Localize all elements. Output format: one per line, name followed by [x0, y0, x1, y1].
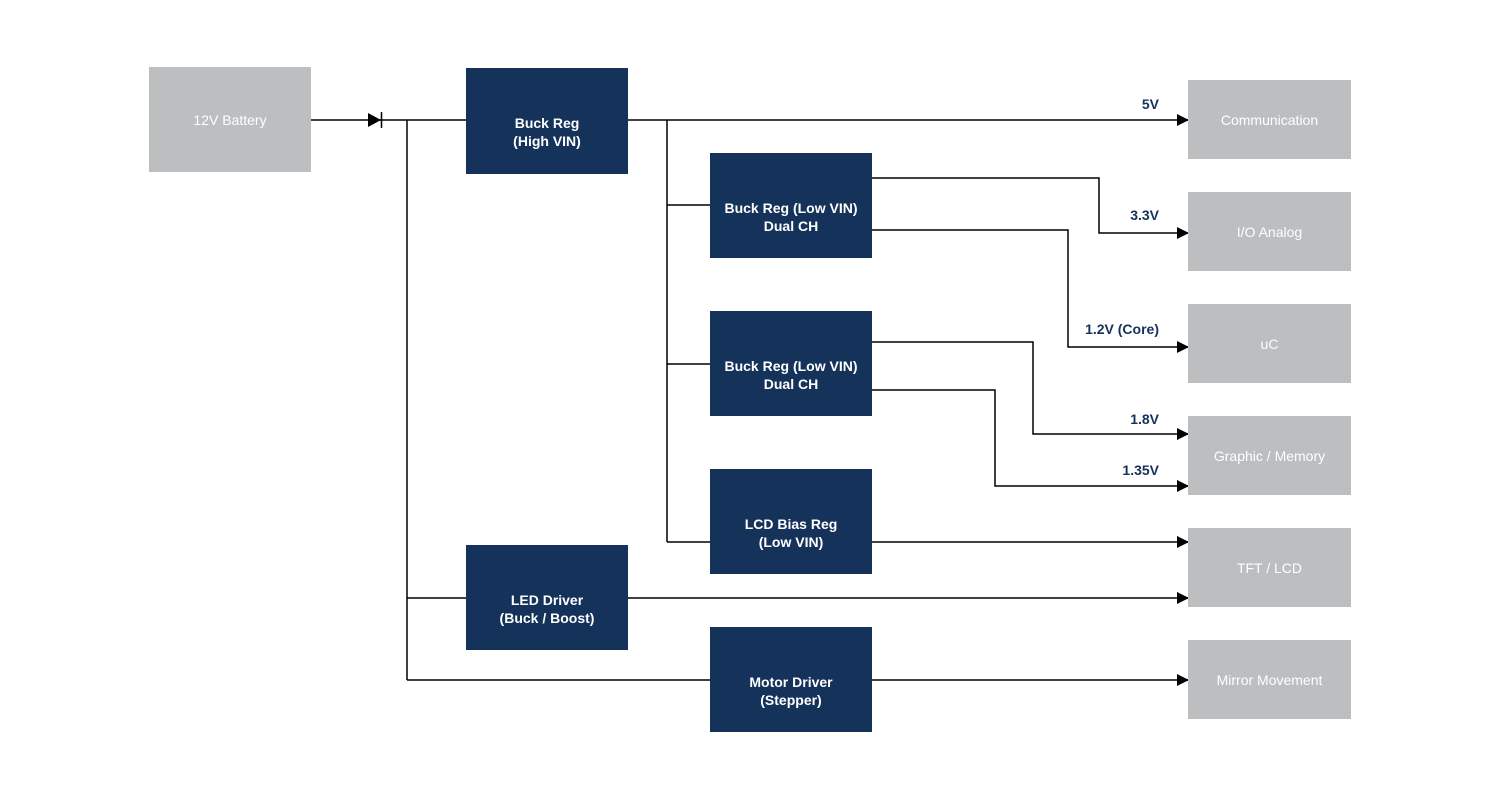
buck-reg-low-vin-1: Buck Reg (Low VIN) Dual CH: [710, 153, 872, 258]
motor-driver: Motor Driver (Stepper): [710, 627, 872, 732]
load-uc: uC: [1188, 304, 1351, 383]
buck-reg-low-vin-1-line1: Buck Reg (Low VIN): [724, 199, 858, 216]
buck-reg-low-vin-2-line2: Dual CH: [763, 375, 819, 392]
buck-reg-low-vin-2: Buck Reg (Low VIN) Dual CH: [710, 311, 872, 416]
motor-driver-line2: (Stepper): [760, 691, 822, 708]
load-mirror-movement-label: Mirror Movement: [1216, 671, 1323, 688]
voltage-label-5v: 5V: [1141, 96, 1159, 112]
wire-1v8: [872, 341, 1189, 440]
battery-block: 12V Battery: [149, 67, 311, 172]
load-mirror-movement: Mirror Movement: [1188, 640, 1351, 719]
lcd-bias-reg-line1: LCD Bias Reg: [744, 515, 838, 532]
lcd-bias-reg: LCD Bias Reg (Low VIN): [710, 469, 872, 574]
load-io-analog-label: I/O Analog: [1236, 223, 1303, 240]
buck-reg-high-vin-line1: Buck Reg: [514, 115, 580, 131]
load-uc-label: uC: [1260, 335, 1279, 352]
load-graphic-memory-label: Graphic / Memory: [1213, 447, 1326, 464]
led-driver-line2: (Buck / Boost): [499, 609, 595, 626]
wire-1v35: [872, 389, 1189, 492]
battery-label: 12V Battery: [193, 111, 267, 128]
load-communication: Communication: [1188, 80, 1351, 159]
load-io-analog: I/O Analog: [1188, 192, 1351, 271]
load-tft-lcd-label: TFT / LCD: [1236, 559, 1303, 576]
diode-icon: [368, 112, 383, 128]
voltage-label-3v3: 3.3V: [1130, 207, 1159, 223]
voltage-label-1v2-core: 1.2V (Core): [1085, 321, 1159, 337]
led-driver: LED Driver (Buck / Boost): [466, 545, 628, 650]
buck-reg-low-vin-2-line1: Buck Reg (Low VIN): [724, 357, 858, 374]
voltage-label-1v8: 1.8V: [1130, 411, 1159, 427]
buck-reg-high-vin: Buck Reg (High VIN): [466, 68, 628, 174]
load-graphic-memory: Graphic / Memory: [1188, 416, 1351, 495]
voltage-label-1v35: 1.35V: [1122, 462, 1159, 478]
buck-reg-high-vin-line2: (High VIN): [513, 133, 581, 149]
load-communication-label: Communication: [1220, 111, 1319, 128]
wire-3v3: [872, 177, 1189, 239]
buck-reg-low-vin-1-line2: Dual CH: [763, 217, 819, 234]
lcd-bias-reg-line2: (Low VIN): [758, 533, 824, 550]
motor-driver-line1: Motor Driver: [749, 673, 833, 690]
led-driver-line1: LED Driver: [510, 591, 584, 608]
load-tft-lcd: TFT / LCD: [1188, 528, 1351, 607]
wire-1v2: [872, 229, 1189, 353]
